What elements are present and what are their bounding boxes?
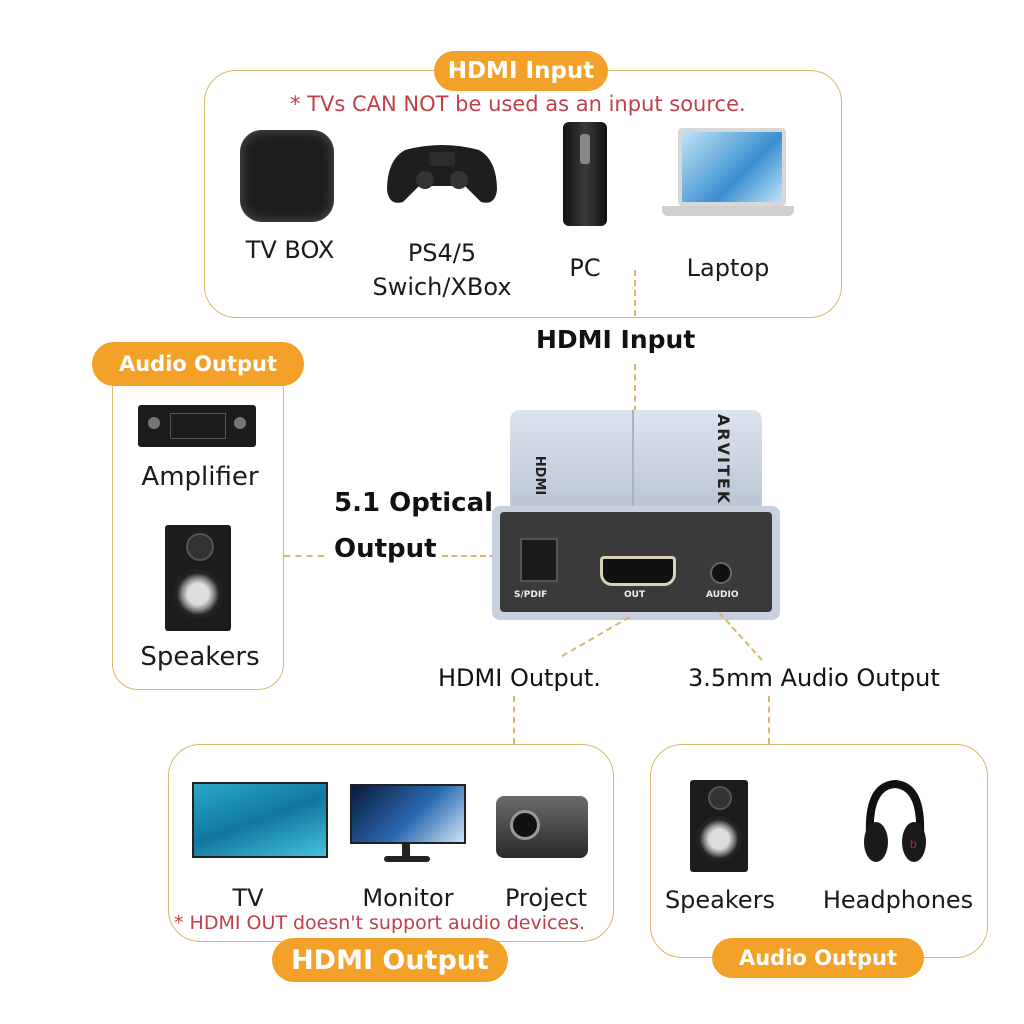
connector-hdmi-input — [634, 364, 636, 412]
device-label-tv: TV — [232, 884, 264, 912]
input-source-note: * TVs CAN NOT be used as an input source… — [290, 92, 746, 116]
device-label-speakers-left: Speakers — [140, 642, 260, 672]
audio-output-left-badge: Audio Output — [92, 342, 304, 386]
port-label-out: OUT — [624, 590, 646, 600]
device-label-amplifier: Amplifier — [141, 462, 259, 492]
gamepad-icon — [385, 140, 499, 208]
connector-hdmi-output — [513, 696, 515, 744]
hdmi-input-badge: HDMI Input — [434, 51, 608, 91]
device-label-console-line2: Swich/XBox — [372, 273, 512, 301]
optical-output-label-line2: Output — [334, 534, 437, 564]
device-label-tv-box: TV BOX — [245, 236, 335, 264]
amplifier-icon — [138, 405, 256, 447]
hdmi-out-note: * HDMI OUT doesn't support audio devices… — [174, 912, 586, 934]
device-brand: ARVITEK — [714, 413, 734, 506]
hdmi-input-label: HDMI Input — [536, 325, 696, 354]
speaker-icon-right — [690, 780, 748, 872]
device-hdmi-logo: HDMI — [532, 455, 548, 496]
tv-box-icon — [240, 130, 334, 222]
device-label-projector: Project — [504, 884, 588, 912]
laptop-icon — [662, 128, 794, 222]
connector-optical-right — [442, 555, 524, 557]
connector-hdmi-out-diag — [561, 616, 630, 657]
hdmi-output-label: HDMI Output. — [438, 664, 601, 692]
connector-optical-left — [284, 555, 324, 557]
headphones-icon: b — [862, 778, 928, 868]
device-label-console-line1: PS4/5 — [407, 239, 477, 267]
hdmi-out-port — [600, 556, 676, 586]
port-label-spdif: S/PDIF — [514, 590, 548, 600]
tv-icon — [192, 782, 328, 858]
device-label-monitor: Monitor — [362, 884, 454, 912]
device-label-pc: PC — [569, 254, 601, 282]
spdif-port — [520, 538, 558, 582]
device-label-console: PS4/5 Swich/XBox — [360, 236, 524, 304]
device-label-headphones: Headphones — [822, 886, 974, 914]
hdmi-extractor-device: ARVITEK HDMI S/PDIF OUT AUDIO — [492, 410, 780, 620]
device-label-laptop: Laptop — [686, 254, 770, 282]
device-label-speakers-right: Speakers — [664, 886, 776, 914]
hdmi-output-badge: HDMI Output — [272, 938, 508, 982]
svg-text:b: b — [910, 837, 917, 851]
audio-35mm-label: 3.5mm Audio Output — [688, 664, 940, 692]
connector-audio-35mm — [768, 696, 770, 744]
audio-jack-port — [710, 562, 732, 584]
projector-icon — [496, 796, 588, 858]
pc-tower-icon — [563, 122, 607, 226]
port-label-audio: AUDIO — [706, 590, 739, 600]
connector-hdmi-input-top — [634, 270, 636, 316]
monitor-icon — [350, 784, 466, 868]
speaker-icon — [165, 525, 231, 631]
optical-output-label-line1: 5.1 Optical — [334, 488, 494, 518]
audio-output-right-badge: Audio Output — [712, 938, 924, 978]
